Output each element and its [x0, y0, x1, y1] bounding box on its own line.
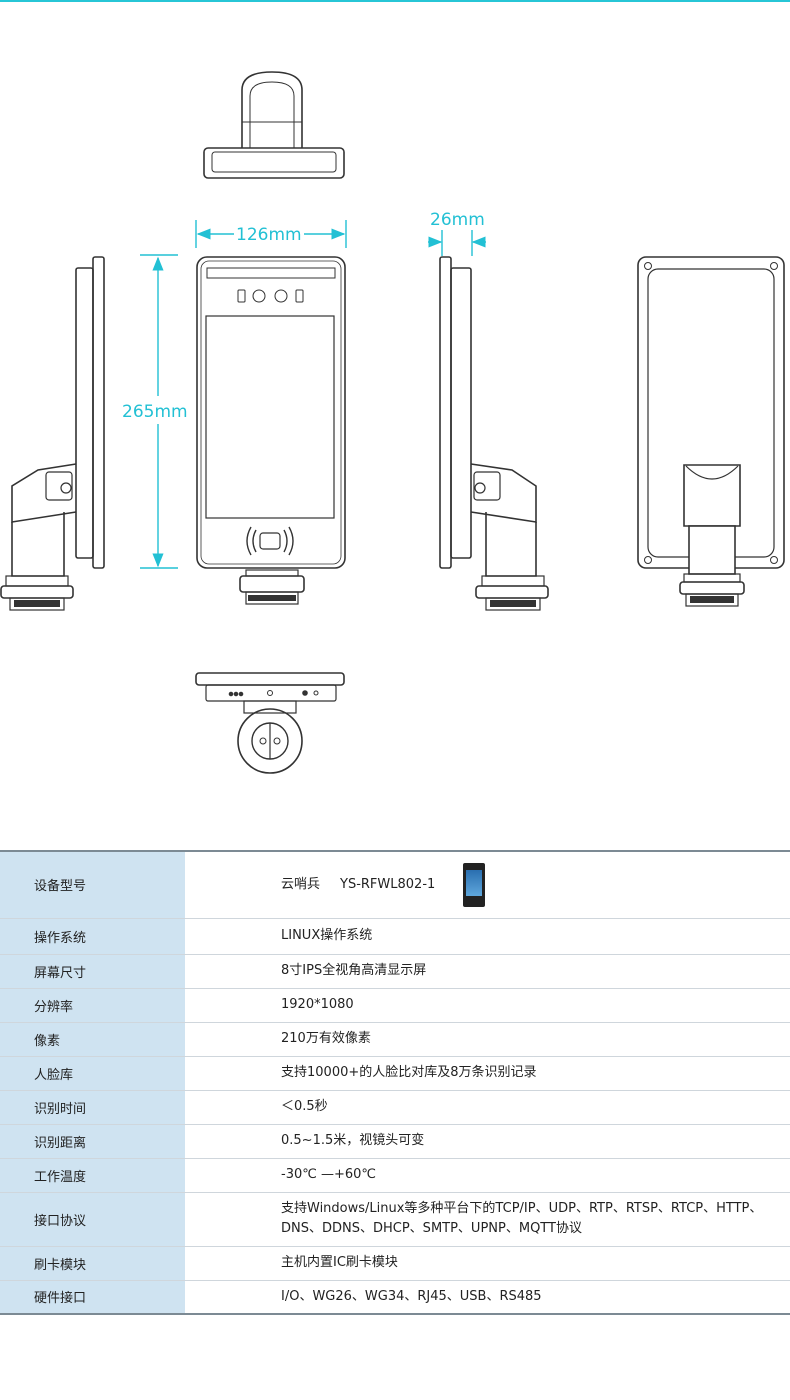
- depth-label: 26mm: [430, 210, 485, 230]
- spec-label: 设备型号: [0, 850, 185, 919]
- spec-label: 识别距离: [0, 1124, 185, 1159]
- spec-row: 像素 210万有效像素: [0, 1022, 790, 1057]
- width-dimension: 126mm: [195, 220, 347, 248]
- spec-row-model: 设备型号 云哨兵 YS-RFWL802-1: [0, 850, 790, 919]
- bottom-view: [195, 672, 345, 774]
- spec-row: 工作温度 -30℃ —+60℃: [0, 1158, 790, 1193]
- spec-label: 人脸库: [0, 1056, 185, 1091]
- spec-table: 设备型号 云哨兵 YS-RFWL802-1 操作系统 LINUX操作系统 屏幕尺…: [0, 850, 790, 1315]
- spec-label: 分辨率: [0, 988, 185, 1023]
- spec-value: -30℃ —+60℃: [185, 1158, 790, 1193]
- spec-label: 像素: [0, 1022, 185, 1057]
- spec-value: 0.5~1.5米，视镜头可变: [185, 1124, 790, 1159]
- spec-value: 支持10000+的人脸比对库及8万条识别记录: [185, 1056, 790, 1091]
- device-thumbnail: [463, 862, 486, 907]
- spec-row: 操作系统 LINUX操作系统: [0, 918, 790, 955]
- top-accent-line: [0, 0, 790, 2]
- front-view: [196, 256, 346, 605]
- spec-value: ＜0.5秒: [185, 1090, 790, 1125]
- back-view: [637, 256, 785, 607]
- spec-label: 屏幕尺寸: [0, 954, 185, 989]
- spec-row: 分辨率 1920*1080: [0, 988, 790, 1023]
- spec-value: 支持Windows/Linux等多种平台下的TCP/IP、UDP、RTP、RTS…: [185, 1192, 790, 1247]
- spec-label: 刷卡模块: [0, 1246, 185, 1281]
- technical-drawing: 126mm 265mm 26mm: [0, 71, 785, 774]
- spec-row: 识别时间 ＜0.5秒: [0, 1090, 790, 1125]
- spec-value: 8寸IPS全视角高清显示屏: [185, 954, 790, 989]
- spec-label: 硬件接口: [0, 1280, 185, 1315]
- spec-value: 主机内置IC刷卡模块: [185, 1246, 790, 1281]
- spec-row: 硬件接口 I/O、WG26、WG34、RJ45、USB、RS485: [0, 1280, 790, 1315]
- spec-row: 刷卡模块 主机内置IC刷卡模块: [0, 1246, 790, 1281]
- spec-value: LINUX操作系统: [185, 918, 790, 955]
- spec-value: 210万有效像素: [185, 1022, 790, 1057]
- height-dimension: 265mm: [122, 254, 188, 569]
- spec-row: 人脸库 支持10000+的人脸比对库及8万条识别记录: [0, 1056, 790, 1091]
- spec-row: 识别距离 0.5~1.5米，视镜头可变: [0, 1124, 790, 1159]
- spec-label: 识别时间: [0, 1090, 185, 1125]
- spec-label: 工作温度: [0, 1158, 185, 1193]
- model-brand: 云哨兵: [281, 876, 321, 892]
- spec-row: 接口协议 支持Windows/Linux等多种平台下的TCP/IP、UDP、RT…: [0, 1192, 790, 1247]
- spec-value: I/O、WG26、WG34、RJ45、USB、RS485: [185, 1280, 790, 1315]
- spec-row: 屏幕尺寸 8寸IPS全视角高清显示屏: [0, 954, 790, 989]
- spec-label: 接口协议: [0, 1192, 185, 1247]
- height-label: 265mm: [122, 402, 188, 422]
- left-side-view: [0, 256, 105, 611]
- top-view: [203, 71, 345, 179]
- spec-label: 操作系统: [0, 918, 185, 955]
- model-code: YS-RFWL802-1: [340, 876, 436, 892]
- width-label: 126mm: [236, 225, 302, 245]
- spec-value: 1920*1080: [185, 988, 790, 1023]
- right-side-view: [439, 256, 549, 611]
- depth-dimension: 26mm: [428, 210, 486, 256]
